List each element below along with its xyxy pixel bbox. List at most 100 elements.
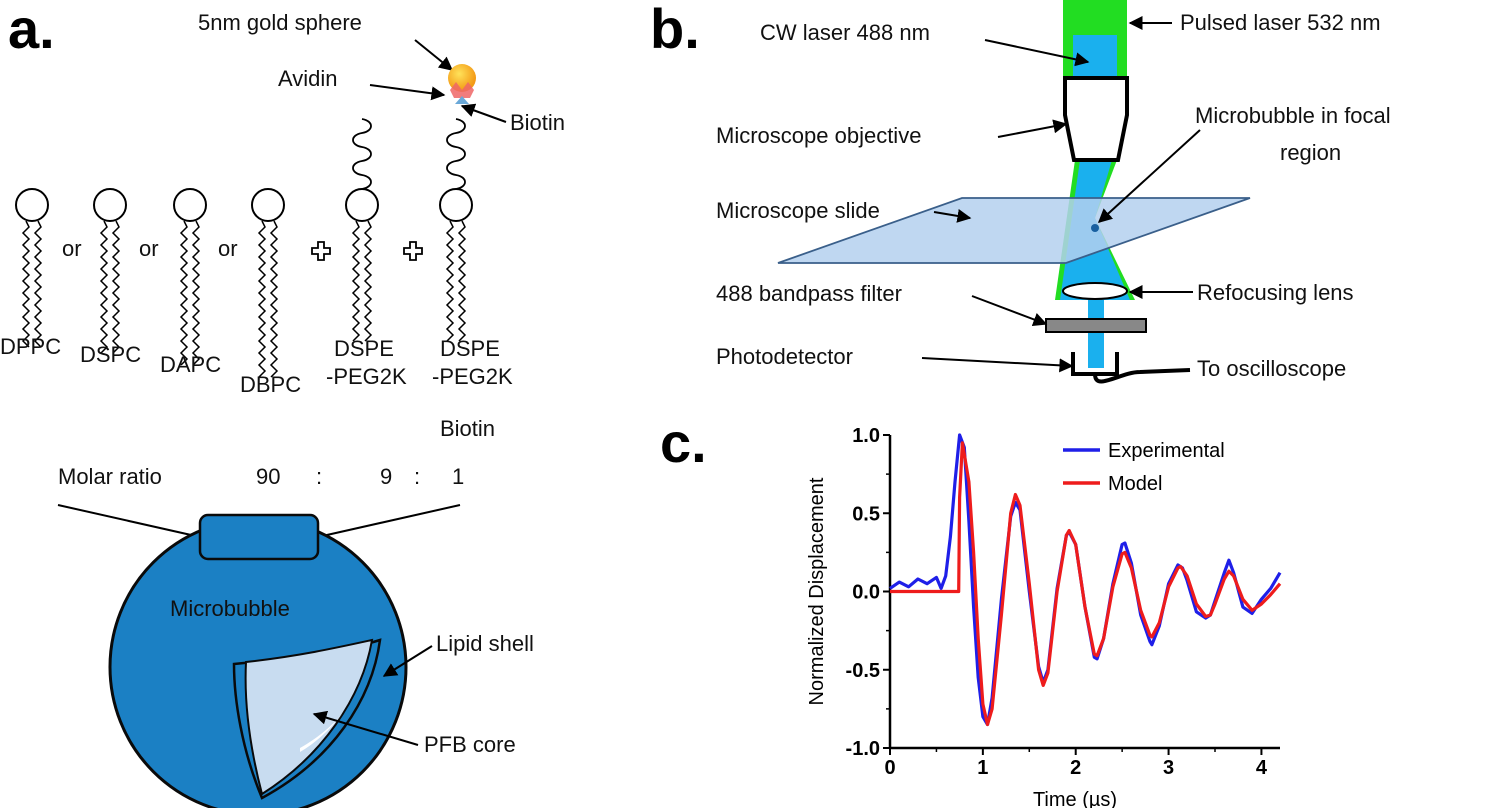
lipid-tail-2a xyxy=(179,220,189,366)
y-axis-label: Normalized Displacement xyxy=(806,477,828,705)
pfb-core-icon xyxy=(244,638,374,796)
ratio-callout-right xyxy=(317,504,461,538)
cw-laser-arrow xyxy=(984,39,1090,67)
avidin-icon xyxy=(450,82,474,98)
lipid-molecules xyxy=(15,118,473,378)
lipid-head-2 xyxy=(173,188,207,222)
focal-microbubble-icon xyxy=(1091,224,1099,232)
shell-zoom-box xyxy=(198,513,320,561)
lipid-tail-4a xyxy=(351,220,361,342)
lipid-label-dapc: DAPC xyxy=(160,352,221,377)
pfb-core-label: PFB core xyxy=(424,732,516,757)
ratio-callout-left xyxy=(57,504,201,538)
legend-label-model: Model xyxy=(1108,473,1162,495)
lipid-tail-4b xyxy=(363,220,373,342)
x-axis-label: Time (µs) xyxy=(1033,789,1117,808)
bandpass-filter-icon xyxy=(1045,318,1147,333)
lipid-label-dbpc: DBPC xyxy=(240,372,301,397)
molar-ratio-label: Molar ratio xyxy=(58,464,162,489)
lipid-head-3 xyxy=(251,188,285,222)
lipid-tail-3a xyxy=(257,220,267,378)
photodetector-label: Photodetector xyxy=(716,344,853,369)
lipid-label-dppc: DPPC xyxy=(0,334,61,359)
panel-b: b. CW laser 488 nm Pulsed laser 532 nm M… xyxy=(650,0,1391,384)
oscilloscope-label: To oscilloscope xyxy=(1197,356,1346,381)
plus-icon-1 xyxy=(311,241,331,261)
lipid-head-5 xyxy=(439,188,473,222)
plus-icon-2 xyxy=(403,241,423,261)
cw-laser-label: CW laser 488 nm xyxy=(760,20,930,45)
lipid-tail-1a xyxy=(99,220,109,354)
avidin-label: Avidin xyxy=(278,66,338,91)
ratio-value-2: 9 xyxy=(380,464,392,489)
ratio-sep-2: : xyxy=(414,464,420,489)
lipid-tail-3b xyxy=(269,220,279,378)
pfb-core-arrow xyxy=(312,710,419,746)
dspe-biotin-label-2: -PEG2K xyxy=(432,364,513,389)
ratio-sep-1: : xyxy=(316,464,322,489)
series-line-experimental xyxy=(889,433,1282,727)
lipid-tail-5a xyxy=(445,220,455,342)
lipid-tail-0a xyxy=(21,220,31,348)
lipid-head-1 xyxy=(93,188,127,222)
biotin-label: Biotin xyxy=(510,110,565,135)
peg-chain-4 xyxy=(352,118,372,190)
biotin-arrow xyxy=(460,103,507,123)
legend-label-experimental: Experimental xyxy=(1108,440,1225,462)
lipid-tail-2b xyxy=(191,220,201,366)
lipid-shell-label: Lipid shell xyxy=(436,631,534,656)
objective-label: Microscope objective xyxy=(716,123,921,148)
cw-laser-beam xyxy=(1073,35,1117,78)
refocusing-lens-icon xyxy=(1062,282,1128,300)
focal-label-1: Microbubble in focal xyxy=(1195,103,1391,128)
x-tick-label: 2 xyxy=(1070,757,1081,779)
series-line-model xyxy=(890,441,1282,727)
gold-sphere-label: 5nm gold sphere xyxy=(198,10,362,35)
microscope-slide-icon xyxy=(777,197,1251,264)
lipid-tail-0b xyxy=(33,220,43,348)
focal-arrow xyxy=(1097,129,1201,223)
avidin-arrow xyxy=(369,84,446,101)
x-tick-label: 0 xyxy=(884,757,895,779)
lipid-head-4 xyxy=(345,188,379,222)
beam-after-lens xyxy=(1088,300,1104,320)
dspe-biotin-label-1: DSPE xyxy=(440,336,500,361)
filter-arrow xyxy=(971,295,1048,327)
slide-label: Microscope slide xyxy=(716,198,880,223)
dspe-peg-label-2: -PEG2K xyxy=(326,364,407,389)
panel-b-label: b. xyxy=(650,0,700,60)
x-tick-label: 3 xyxy=(1163,757,1174,779)
y-tick-label: 1.0 xyxy=(852,425,880,447)
or-label-3: or xyxy=(218,236,238,261)
lipid-tail-5b xyxy=(457,220,467,342)
filter-label: 488 bandpass filter xyxy=(716,281,902,306)
panel-a-label: a. xyxy=(8,0,55,60)
y-tick-label: -1.0 xyxy=(846,738,880,760)
slide-arrow xyxy=(933,209,972,223)
oscilloscope-cable xyxy=(1093,368,1191,384)
objective-arrow xyxy=(997,119,1068,138)
microbubble-label: Microbubble xyxy=(170,596,290,621)
biotin-icon xyxy=(455,96,469,104)
x-tick-label: 4 xyxy=(1256,757,1268,779)
dspe-biotin-label-3: Biotin xyxy=(440,416,495,441)
lipid-label-dspc: DSPC xyxy=(80,342,141,367)
objective-icon xyxy=(1063,76,1129,162)
panel-c-label: c. xyxy=(660,411,707,474)
pulsed-laser-label: Pulsed laser 532 nm xyxy=(1180,10,1381,35)
beam-after-filter xyxy=(1088,332,1104,368)
lipid-shell-arrow xyxy=(382,645,433,677)
lipid-tail-1b xyxy=(111,220,121,354)
y-tick-label: -0.5 xyxy=(846,660,880,682)
photodetector-arrow xyxy=(921,357,1074,373)
panel-a: a. 5nm gold sphere Avidin Biotin or or o… xyxy=(0,0,565,808)
y-tick-label: 0.5 xyxy=(852,503,880,525)
lipid-head-0 xyxy=(15,188,49,222)
gold-sphere-arrow xyxy=(414,39,454,71)
peg-chain-5 xyxy=(446,118,466,190)
ratio-value-1: 90 xyxy=(256,464,280,489)
y-tick-label: 0.0 xyxy=(852,582,880,604)
